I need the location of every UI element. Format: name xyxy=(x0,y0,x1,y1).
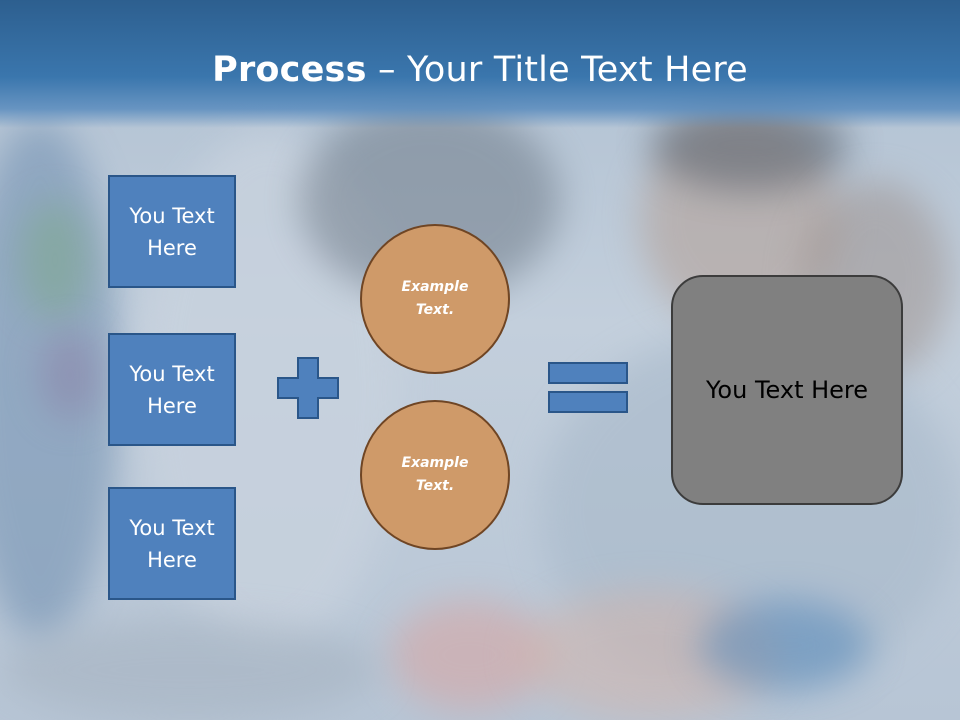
circle-label: Example Text. xyxy=(401,455,469,494)
equals-icon xyxy=(548,362,628,413)
plus-icon xyxy=(277,357,339,419)
example-circle-2[interactable]: Example Text. xyxy=(360,400,510,550)
title-bold: Process xyxy=(212,50,367,90)
result-label: You Text Here xyxy=(705,376,869,404)
example-circle-1[interactable]: Example Text. xyxy=(360,224,510,374)
slide-title: Process – Your Title Text Here xyxy=(0,50,960,90)
circle-label: Example Text. xyxy=(401,279,469,318)
input-box-2[interactable]: You Text Here xyxy=(108,333,236,446)
input-box-label: You Text Here xyxy=(129,361,215,418)
input-box-label: You Text Here xyxy=(129,515,215,572)
title-rest: – Your Title Text Here xyxy=(366,50,748,90)
input-box-label: You Text Here xyxy=(129,203,215,260)
input-box-1[interactable]: You Text Here xyxy=(108,175,236,288)
result-box[interactable]: You Text Here xyxy=(671,275,903,505)
title-bar xyxy=(0,0,960,128)
input-box-3[interactable]: You Text Here xyxy=(108,487,236,600)
